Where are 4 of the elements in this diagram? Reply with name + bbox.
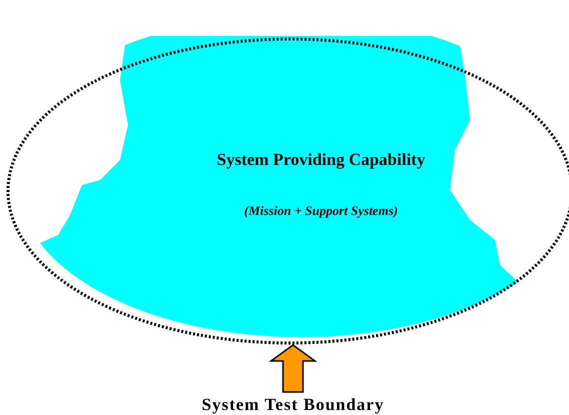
node-title: System Providing Capability xyxy=(216,149,426,171)
boundary-label: System Test Boundary xyxy=(200,394,386,415)
node-subtitle: (Mission + Support Systems) xyxy=(243,203,399,219)
block-arrow xyxy=(268,344,318,393)
